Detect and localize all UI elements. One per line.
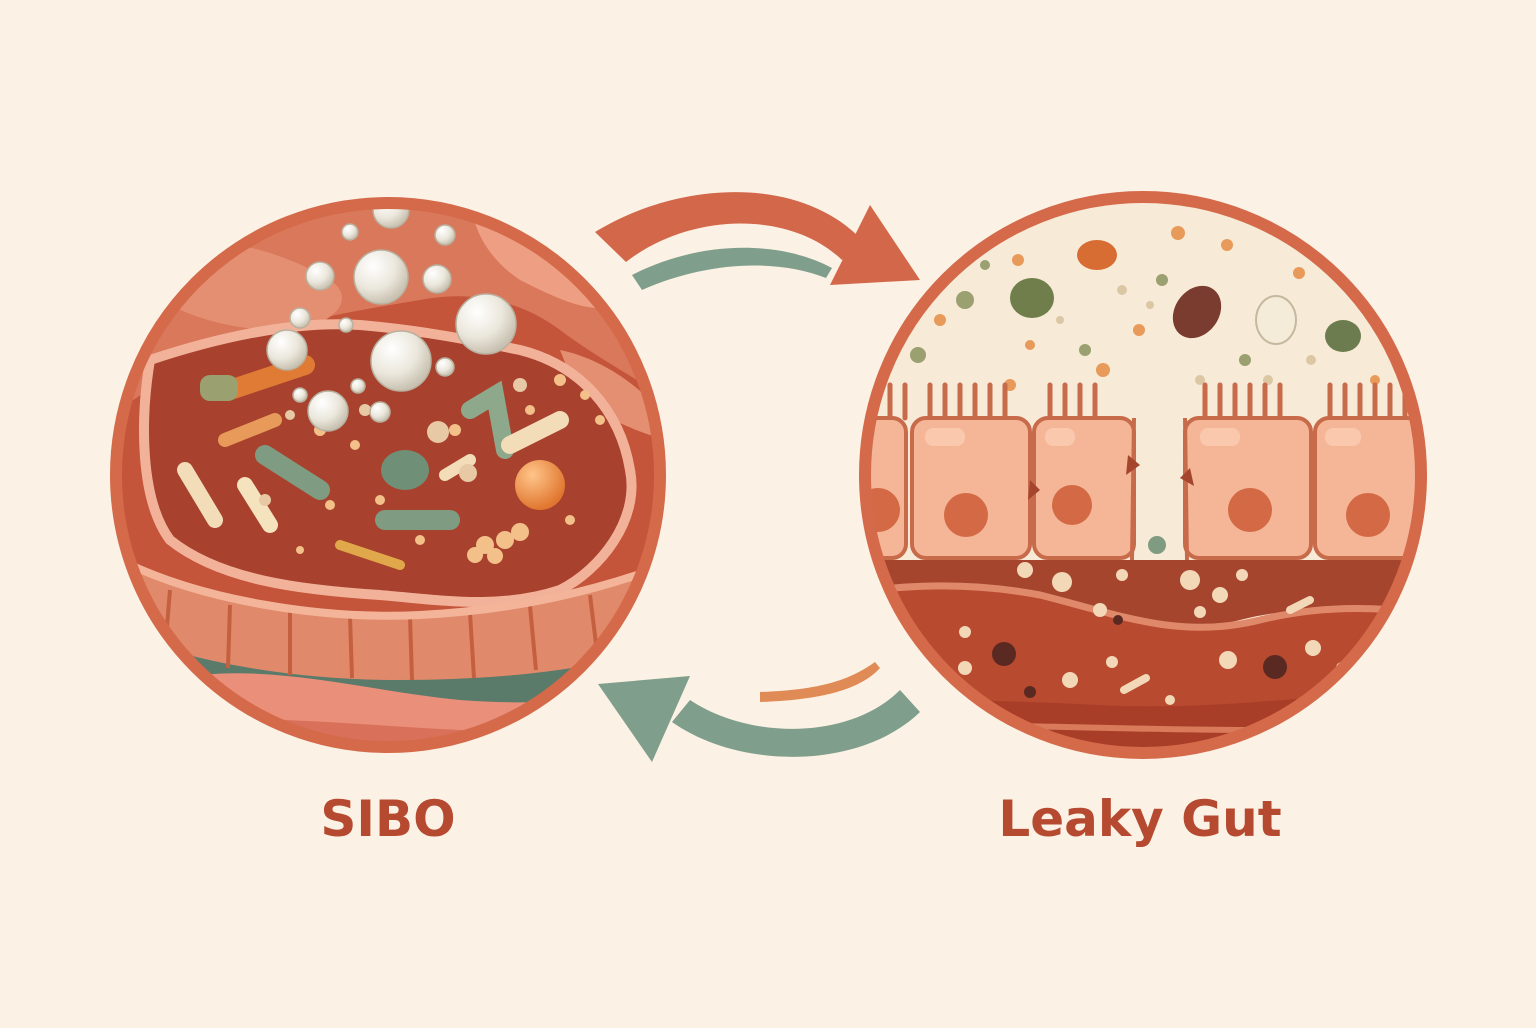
- curved-arrow-right-icon: [595, 192, 920, 290]
- leaky-gut-illustration: [820, 197, 1485, 780]
- curved-arrow-left-icon: [598, 662, 920, 762]
- leaky-gut-label: Leaky Gut: [940, 790, 1340, 848]
- sibo-label: SIBO: [238, 790, 538, 848]
